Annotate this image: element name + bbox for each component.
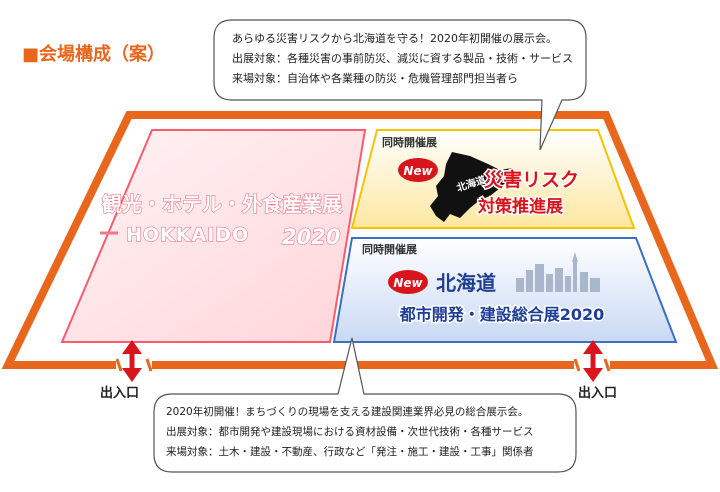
entrance-left-arrow-icon: [122, 340, 142, 382]
hokkaido-map-icon: [430, 152, 512, 222]
entrance-right-arrow-icon: [583, 340, 603, 382]
city-skyline-icon: [516, 252, 600, 292]
new-badge-top-label: New: [403, 164, 433, 178]
hall-top-right-tag: 同時開催展: [382, 135, 438, 149]
section-title: ■会場構成（案）: [22, 44, 166, 65]
top-bubble-text: あらゆる災害リスクから北海道を守る！2020年初開催の展示会。 出展対象：各種災…: [232, 29, 573, 89]
top-bubble-shape: [213, 19, 587, 151]
hall-bottom-right-title-line1: 北海道: [436, 271, 496, 295]
bottom-bubble-line1: 2020年初開催！まちづくりの現場を支える建設関連業界必見の総合展示会。: [166, 406, 529, 418]
entrance-left-label: 出入口: [100, 386, 140, 401]
top-bubble-line1: あらゆる災害リスクから北海道を守る！2020年初開催の展示会。: [232, 32, 557, 45]
hall-left-area: [60, 129, 367, 343]
bottom-bubble-line2: 出展対象：都市開発や建設現場における資材設備・次世代技術・各種サービス: [166, 426, 534, 438]
hall-bottom-right-tag: 同時開催展: [362, 242, 418, 256]
hall-left-title: 観光・ホテル・外食産業展: [102, 192, 342, 216]
bottom-bubble-line3: 来場対象：土木・建設・不動産、行政など「発注・施工・建設・工事」関係者: [166, 446, 534, 458]
hall-top-right-title-line1: 災害リスク: [484, 168, 579, 191]
new-badge-bottom: [388, 270, 428, 294]
hall-bottom-right-area: [332, 237, 678, 343]
bottom-bubble-shape: [153, 337, 577, 473]
top-bubble-line3: 来場対象：自治体や各業種の防災・危機管理部門担当者ら: [232, 72, 518, 85]
hall-top-right-title-line2: 対策推進展: [477, 196, 563, 217]
entrance-right-label: 出入口: [578, 386, 618, 401]
new-badge-bottom-label: New: [393, 276, 423, 290]
bottom-bubble-text: 2020年初開催！まちづくりの現場を支える建設関連業界必見の総合展示会。 出展対…: [166, 402, 534, 462]
hall-left-year: 2020: [282, 225, 340, 249]
hall-left-subtitle: HOKKAIDO: [126, 224, 249, 246]
top-bubble-line2: 出展対象：各種災害の事前防災、減災に資する製品・技術・サービス: [232, 52, 573, 65]
hall-bottom-right-title-line2: 都市開発・建設総合展2020: [399, 305, 605, 324]
new-badge-top: [398, 158, 438, 182]
